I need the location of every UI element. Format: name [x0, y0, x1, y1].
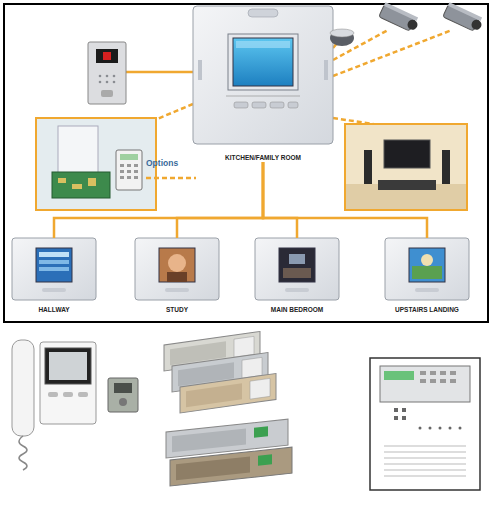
- intercom-panels: [164, 332, 292, 486]
- frame: [4, 4, 488, 322]
- control-unit: [370, 358, 480, 490]
- alarm-panel: [36, 118, 156, 210]
- bus-cable: [263, 162, 297, 238]
- legend-text: Options: [146, 158, 206, 168]
- room-label: STUDY: [125, 306, 229, 314]
- room-monitor-box: HALLWAY: [12, 238, 96, 314]
- room-monitor-box: STUDY: [135, 238, 219, 314]
- cameras: [330, 2, 485, 46]
- door-camera: [108, 378, 138, 412]
- bus-cable: [177, 162, 263, 238]
- room-label: UPSTAIRS LANDING: [375, 306, 479, 314]
- bus-cable: [54, 162, 263, 238]
- tv-room: [345, 124, 467, 210]
- room-label: HALLWAY: [2, 306, 106, 314]
- room-monitor-box: UPSTAIRS LANDING: [385, 238, 469, 314]
- bus-cable: [263, 162, 427, 238]
- room-label: KITCHEN/FAMILY ROOM: [183, 154, 343, 162]
- legend-item: Options: [146, 158, 206, 186]
- master-station: [193, 6, 333, 144]
- legend-sample: [146, 174, 198, 182]
- room-monitors: [12, 238, 469, 300]
- room-label: MAIN BEDROOM: [245, 306, 349, 314]
- dashed-line-sample: [146, 177, 196, 180]
- video-handset: [12, 340, 96, 470]
- master-station-box: KITCHEN/FAMILY ROOM: [193, 6, 333, 162]
- room-monitor-box: MAIN BEDROOM: [255, 238, 339, 314]
- door-station: [88, 42, 126, 104]
